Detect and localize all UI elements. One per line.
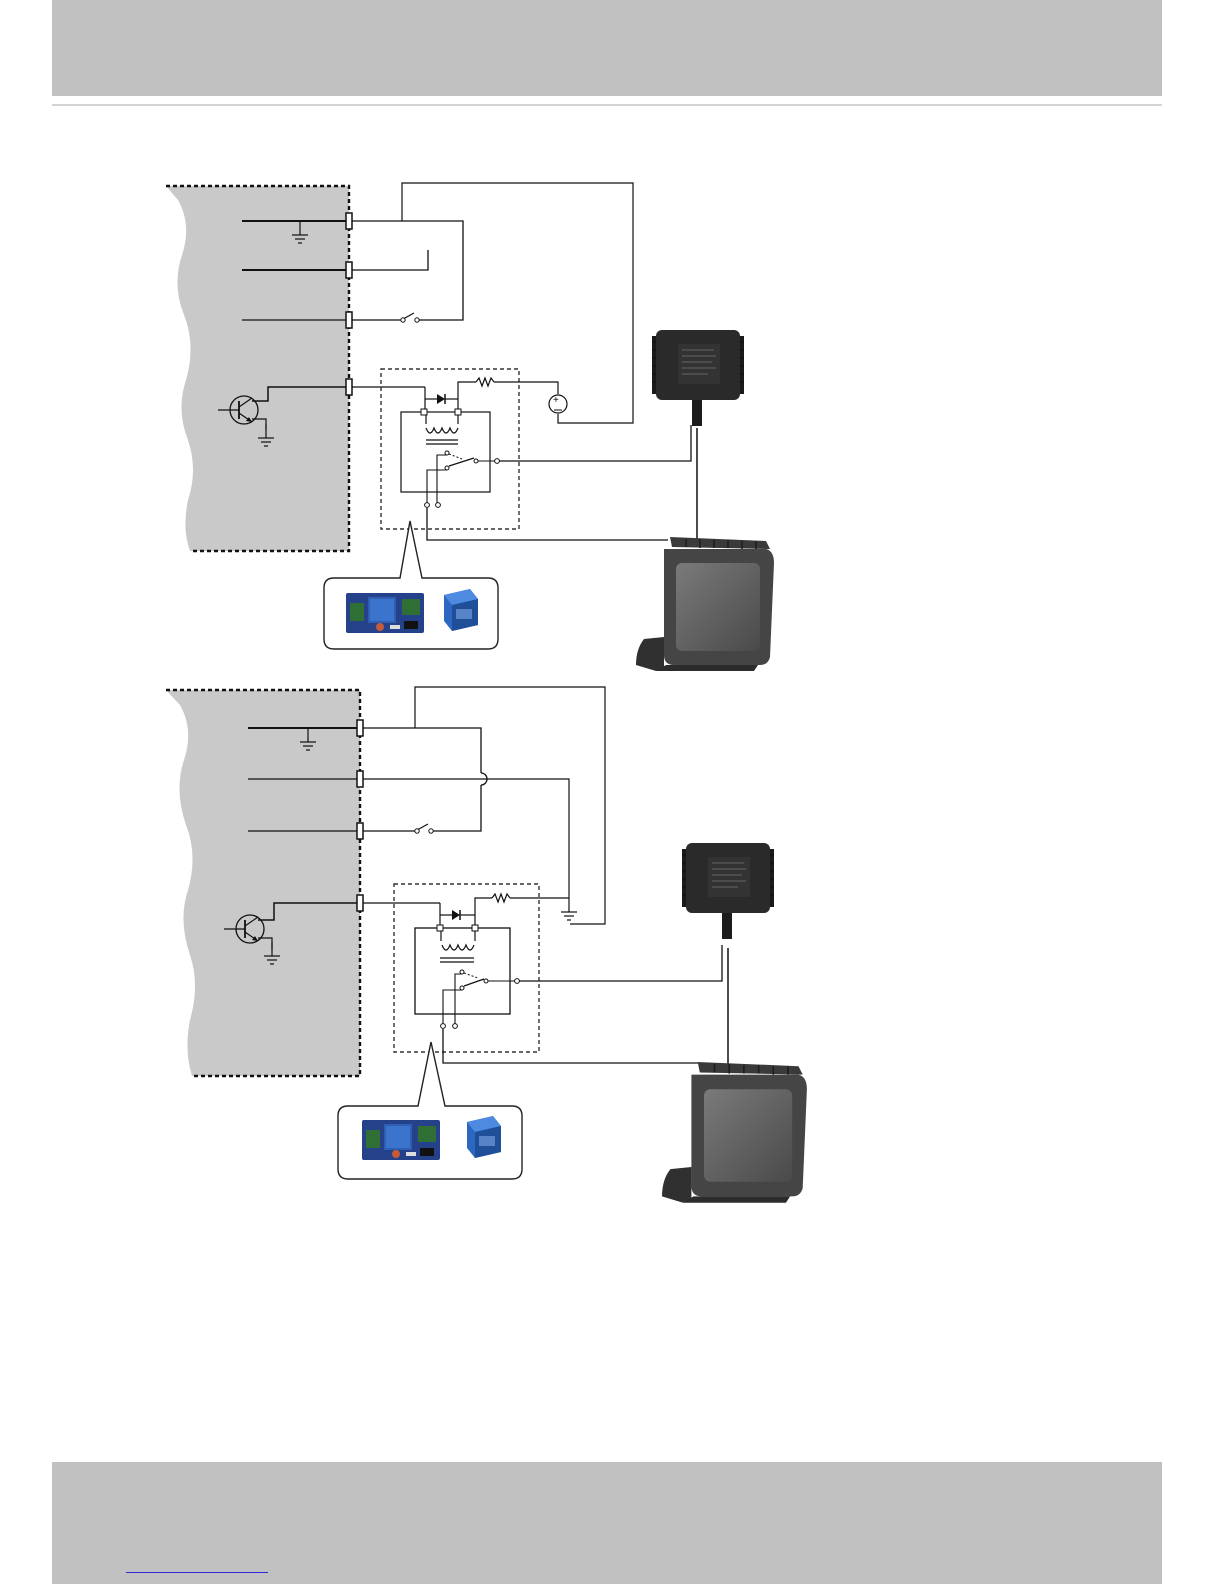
io-terminal — [357, 895, 363, 911]
relay-wiring-diagram-1: + — [166, 183, 774, 671]
svg-text:+: + — [553, 395, 559, 406]
push-switch — [415, 824, 433, 833]
relay-contacts — [425, 451, 500, 507]
io-terminal — [346, 262, 352, 278]
footer-link-underline[interactable] — [126, 1572, 268, 1573]
camera-io-panel — [166, 690, 360, 1076]
io-terminal — [346, 213, 352, 229]
relay-part-photo — [467, 1116, 501, 1158]
relay-board-photo — [346, 593, 424, 633]
io-terminal — [357, 771, 363, 787]
io-terminal — [357, 823, 363, 839]
io-terminal — [346, 379, 352, 395]
ir-illuminator — [662, 1062, 807, 1203]
page-footer-bar — [52, 1462, 1162, 1584]
relay-part-photo — [444, 589, 478, 631]
flyback-diode — [452, 910, 460, 920]
power-adapter — [682, 843, 774, 939]
relay-coil — [426, 428, 458, 433]
ir-illuminator — [636, 537, 774, 671]
relay-module — [381, 369, 519, 529]
relay-module — [394, 884, 539, 1052]
power-adapter — [652, 330, 744, 426]
relay-wiring-diagram-2 — [166, 687, 807, 1203]
io-terminal — [357, 720, 363, 736]
resistor — [492, 894, 510, 902]
camera-io-panel — [166, 186, 349, 551]
io-terminal — [346, 312, 352, 328]
relay-contacts — [441, 970, 520, 1028]
relay-coil — [442, 945, 474, 950]
relay-board-photo — [362, 1120, 440, 1160]
resistor — [476, 378, 494, 386]
push-switch — [401, 313, 419, 322]
ground-symbol — [561, 898, 577, 920]
flyback-diode — [437, 394, 445, 404]
